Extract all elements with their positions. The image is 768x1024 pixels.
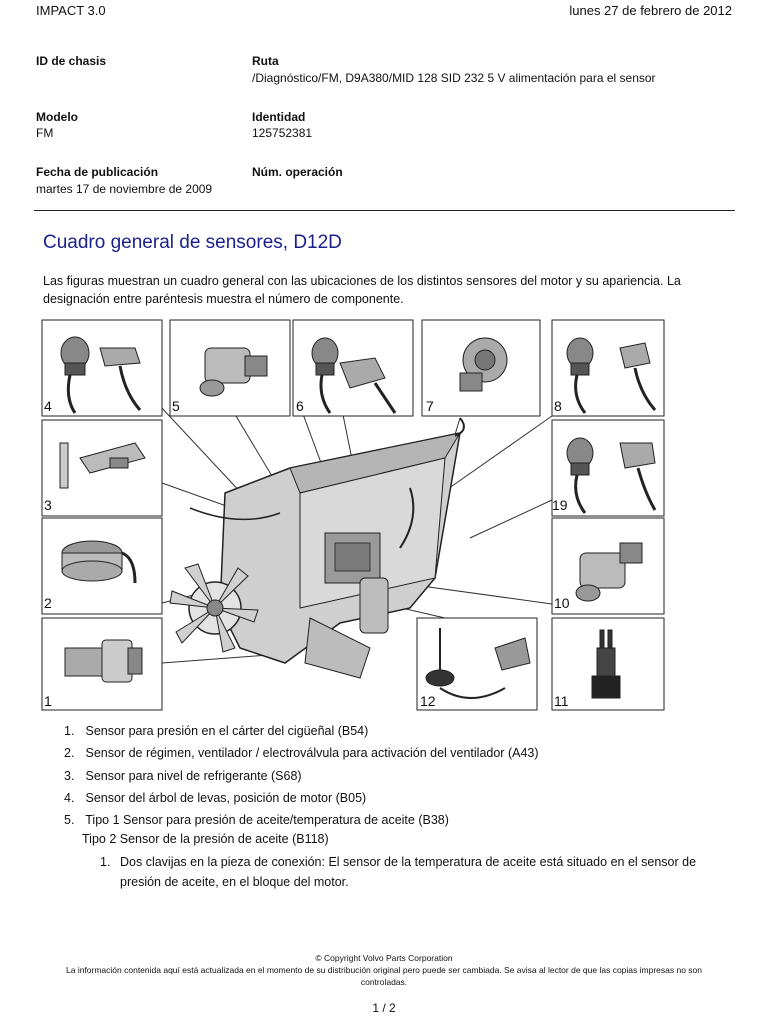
page-number: 1 / 2 bbox=[372, 1001, 396, 1015]
intro-line-1: Las figuras muestran un cuadro general c… bbox=[43, 274, 681, 288]
sensor-19-icon bbox=[566, 437, 657, 514]
list-item: 5. Tipo 1 Sensor para presión de aceite/… bbox=[64, 813, 449, 827]
callout-19: 19 bbox=[552, 497, 568, 513]
pubdate-value: martes 17 de noviembre de 2009 bbox=[36, 182, 213, 196]
list-item-continuation: Tipo 2 Sensor de la presión de aceite (B… bbox=[82, 832, 329, 846]
callout-5: 5 bbox=[172, 398, 180, 414]
sensor-11-icon bbox=[591, 629, 621, 699]
operation-label: Núm. operación bbox=[252, 165, 343, 179]
sensor-12-icon bbox=[425, 628, 531, 699]
callout-7: 7 bbox=[426, 398, 434, 414]
callout-1: 1 bbox=[44, 693, 52, 709]
pubdate-label: Fecha de publicación bbox=[36, 165, 159, 179]
route-value: /Diagnóstico/FM, D9A380/MID 128 SID 232 … bbox=[252, 71, 656, 85]
list-item-text: Sensor para nivel de refrigerante (S68) bbox=[85, 769, 302, 783]
route-label: Ruta bbox=[252, 54, 279, 68]
list-item-number: 2. bbox=[64, 746, 75, 760]
engine-sensor-figure: 4 5 6 7 8 3 19 2 10 1 12 11 bbox=[41, 319, 665, 711]
sensor-drawings bbox=[59, 336, 657, 699]
sub-list-line-1: Dos clavijas en la pieza de conexión: El… bbox=[120, 855, 697, 869]
list-item-text: Sensor de régimen, ventilador / electrov… bbox=[85, 746, 539, 760]
list-item: 4. Sensor del árbol de levas, posición d… bbox=[64, 791, 366, 805]
list-item-number: 1. bbox=[64, 724, 75, 738]
panel-19 bbox=[551, 419, 665, 517]
sub-list-line-2: presión de aceite, en el bloque del moto… bbox=[120, 875, 349, 889]
callout-6: 6 bbox=[296, 398, 304, 414]
list-item-text: Sensor para presión en el cárter del cig… bbox=[85, 724, 369, 738]
print-date: lunes 27 de febrero de 2012 bbox=[569, 3, 732, 18]
callout-10: 10 bbox=[554, 595, 570, 611]
sensor-7-icon bbox=[454, 337, 508, 437]
identity-value: 125752381 bbox=[252, 126, 313, 140]
disclaimer: La información contenida aquí está actua… bbox=[40, 964, 728, 988]
list-item-text: Sensor del árbol de levas, posición de m… bbox=[85, 791, 367, 805]
list-item: 1. Sensor para presión en el cárter del … bbox=[64, 724, 368, 738]
disclaimer-line-1: La información contenida aquí está actua… bbox=[66, 965, 702, 975]
copyright: © Copyright Volvo Parts Corporation bbox=[315, 953, 453, 963]
app-name: IMPACT 3.0 bbox=[36, 3, 106, 18]
panel-4 bbox=[41, 319, 163, 417]
disclaimer-line-2: controladas. bbox=[360, 977, 408, 987]
model-value: FM bbox=[36, 126, 54, 140]
callout-3: 3 bbox=[44, 497, 52, 513]
sensor-8-icon bbox=[566, 337, 657, 414]
sensor-1-icon bbox=[64, 639, 143, 683]
section-title: Cuadro general de sensores, D12D bbox=[43, 232, 342, 253]
callout-11: 11 bbox=[554, 693, 569, 709]
sensor-10-icon bbox=[575, 542, 643, 602]
sensor-5-icon bbox=[199, 347, 268, 397]
engine-illustration bbox=[169, 432, 462, 679]
list-item-number: 4. bbox=[64, 791, 75, 805]
list-item: 2. Sensor de régimen, ventilador / elect… bbox=[64, 746, 539, 760]
sub-list-item-number: 1. bbox=[100, 855, 111, 869]
header-divider bbox=[34, 210, 735, 211]
list-item-number: 5. bbox=[64, 813, 75, 827]
sensor-3-icon bbox=[59, 442, 146, 489]
list-item-text: Tipo 1 Sensor para presión de aceite/tem… bbox=[85, 813, 449, 827]
sensor-2-icon bbox=[61, 540, 137, 584]
section-intro: Las figuras muestran un cuadro general c… bbox=[43, 272, 733, 308]
chassis-label: ID de chasis bbox=[36, 54, 107, 68]
panel-12 bbox=[416, 617, 538, 711]
callout-4: 4 bbox=[44, 398, 52, 414]
callout-2: 2 bbox=[44, 595, 52, 611]
sensor-4-icon bbox=[60, 336, 142, 414]
identity-label: Identidad bbox=[252, 110, 306, 124]
list-item-number: 3. bbox=[64, 769, 75, 783]
intro-line-2: designación entre paréntesis muestra el … bbox=[43, 292, 404, 306]
callout-12: 12 bbox=[420, 693, 436, 709]
list-item: 3. Sensor para nivel de refrigerante (S6… bbox=[64, 769, 302, 783]
model-label: Modelo bbox=[36, 110, 78, 124]
sensor-6-icon bbox=[311, 337, 397, 414]
callout-8: 8 bbox=[554, 398, 562, 414]
